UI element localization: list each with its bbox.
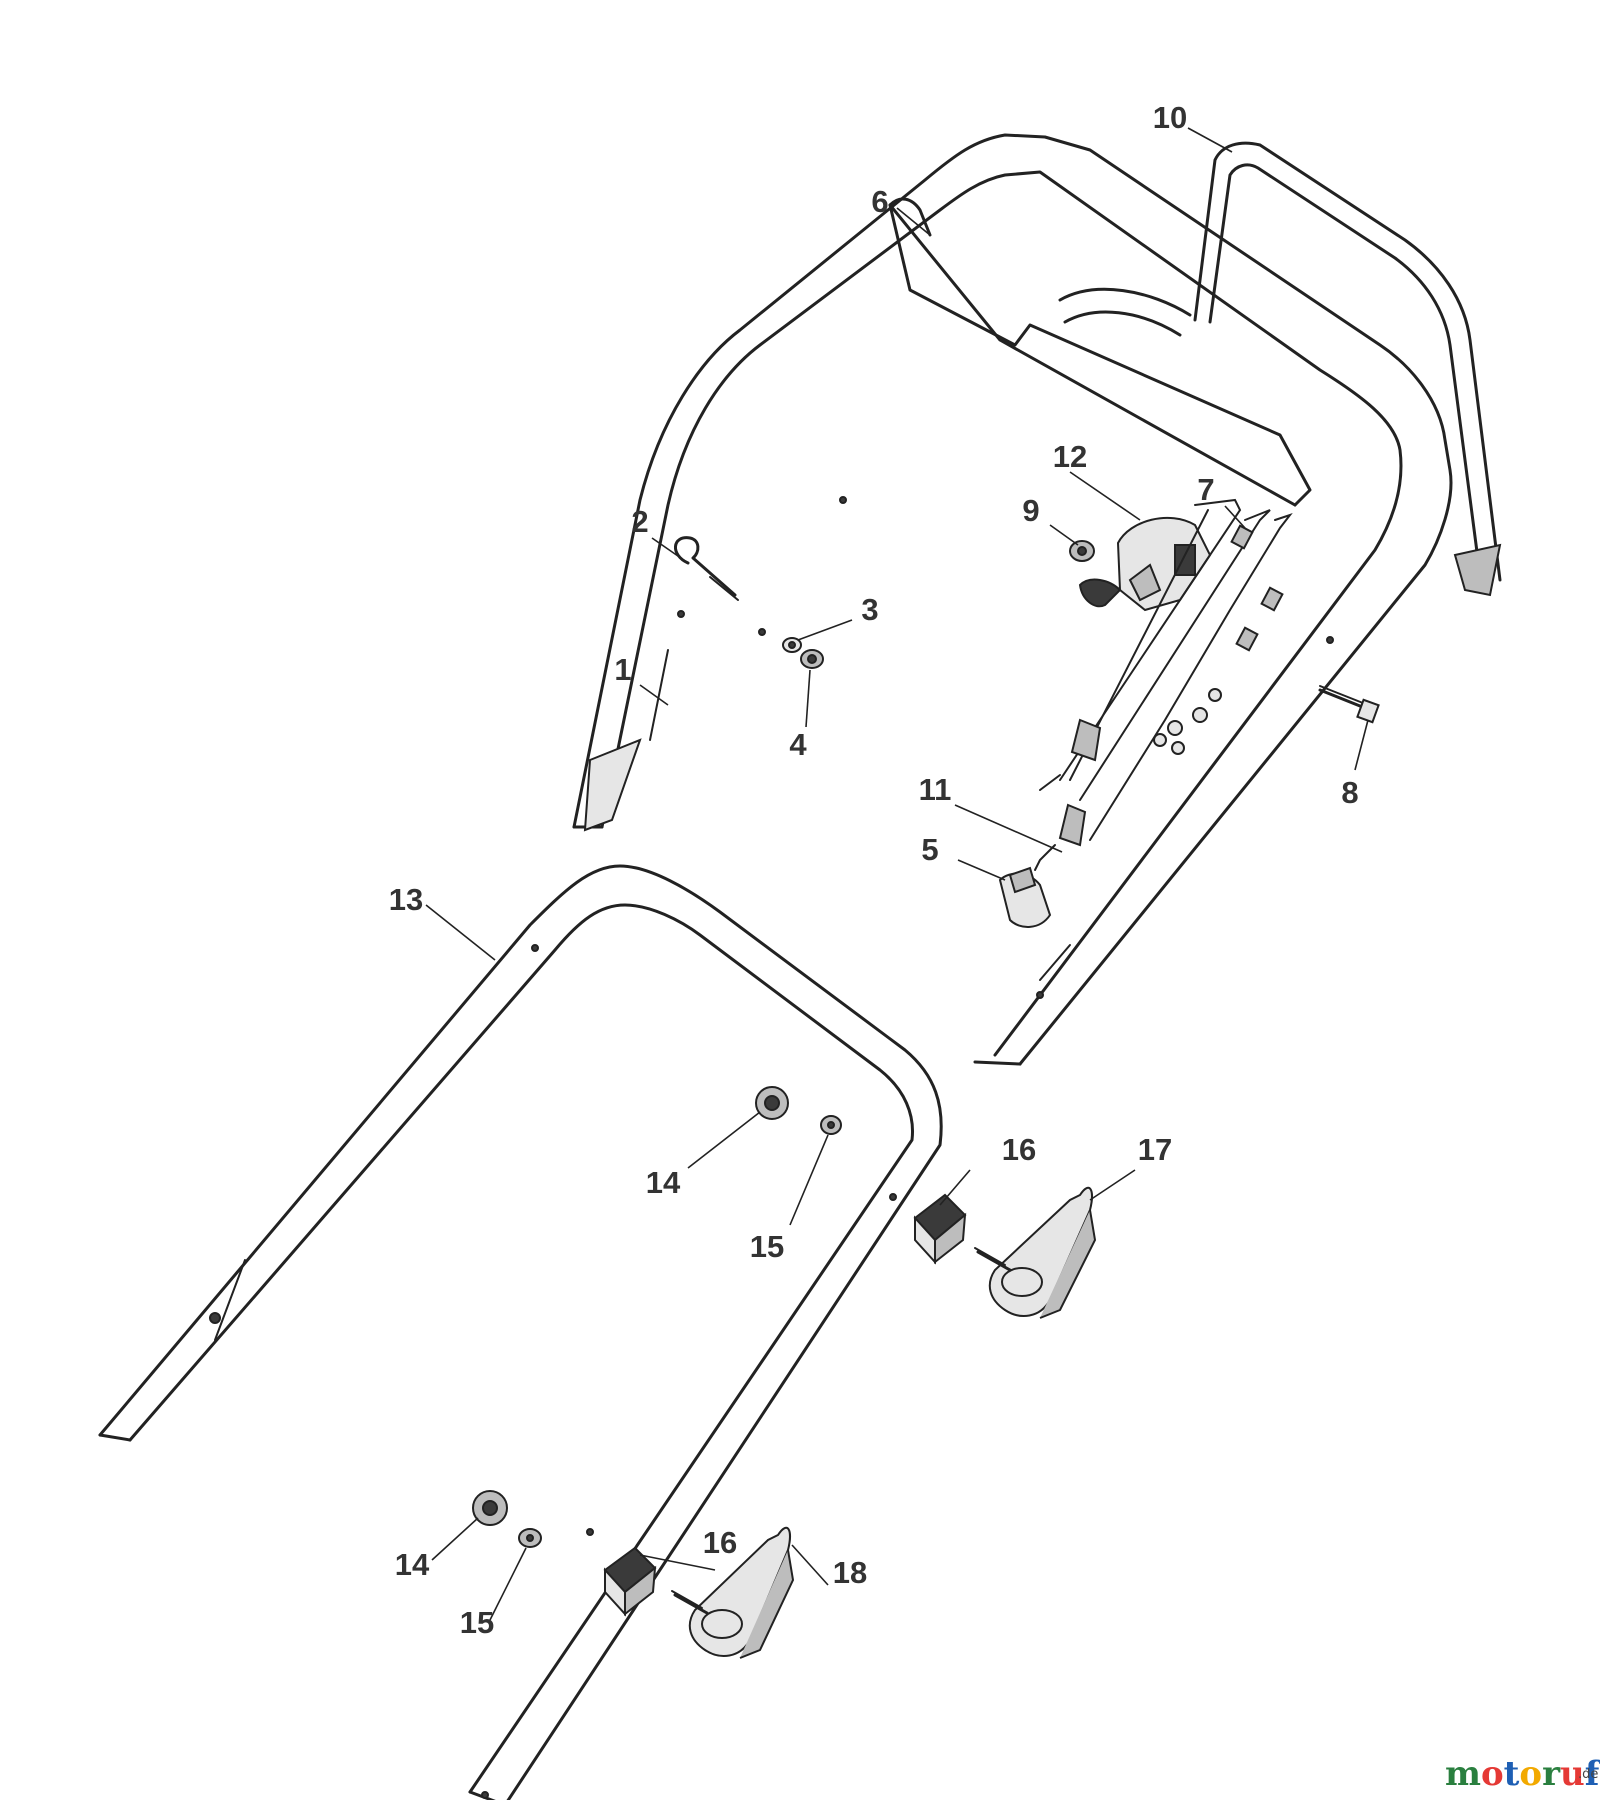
label-18: 18: [833, 1555, 867, 1590]
watermark-tld: .de: [1578, 1767, 1598, 1782]
label-3: 3: [861, 592, 878, 627]
spacer-lower: [603, 1546, 657, 1617]
label-12: 12: [1053, 439, 1087, 474]
lower-handle: [98, 864, 943, 1800]
part-labels: 1 2 3 4 5 6 7 8 9 10 11 12 13 14 15 16 1…: [389, 100, 1359, 1640]
handle-knob-left: [671, 1526, 795, 1659]
cable-clip: [998, 866, 1052, 928]
washer: [782, 637, 802, 653]
drive-bail-bar: [1193, 141, 1502, 597]
label-10: 10: [1153, 100, 1187, 135]
knob-nut-lower: [472, 1490, 508, 1526]
spacer-upper: [913, 1193, 967, 1265]
cable-washers: [1153, 688, 1222, 755]
upper-handle: [572, 133, 1453, 1066]
label-2: 2: [631, 504, 648, 539]
throttle-cable: [1034, 498, 1293, 871]
nut-lower: [518, 1528, 542, 1548]
label-14a: 14: [646, 1165, 681, 1200]
label-15b: 15: [460, 1605, 494, 1640]
label-9: 9: [1022, 493, 1039, 528]
throttle-lever: [1078, 516, 1212, 612]
watermark-logo: motoruf .de: [1445, 1754, 1600, 1794]
label-17: 17: [1138, 1132, 1172, 1167]
locknut: [800, 649, 824, 669]
label-16b: 16: [703, 1525, 737, 1560]
locknut-9: [1069, 540, 1095, 562]
label-11: 11: [919, 772, 952, 807]
bolt-8: [1318, 685, 1380, 724]
label-7: 7: [1197, 472, 1214, 507]
label-5: 5: [921, 832, 938, 867]
label-14b: 14: [395, 1547, 430, 1582]
label-16a: 16: [1002, 1132, 1036, 1167]
label-13: 13: [389, 882, 423, 917]
hook-bolt: [674, 536, 739, 601]
label-6: 6: [871, 184, 888, 219]
watermark-brand: motoruf: [1445, 1754, 1600, 1794]
nut-upper: [820, 1115, 842, 1135]
knob-nut-upper: [755, 1086, 789, 1120]
label-15a: 15: [750, 1229, 784, 1264]
bail-bar: [888, 197, 1312, 507]
leader-lines: [425, 127, 1369, 1621]
label-8: 8: [1341, 775, 1358, 810]
label-1: 1: [614, 652, 631, 687]
handle-knob-right: [974, 1186, 1097, 1319]
label-4: 4: [789, 727, 807, 762]
